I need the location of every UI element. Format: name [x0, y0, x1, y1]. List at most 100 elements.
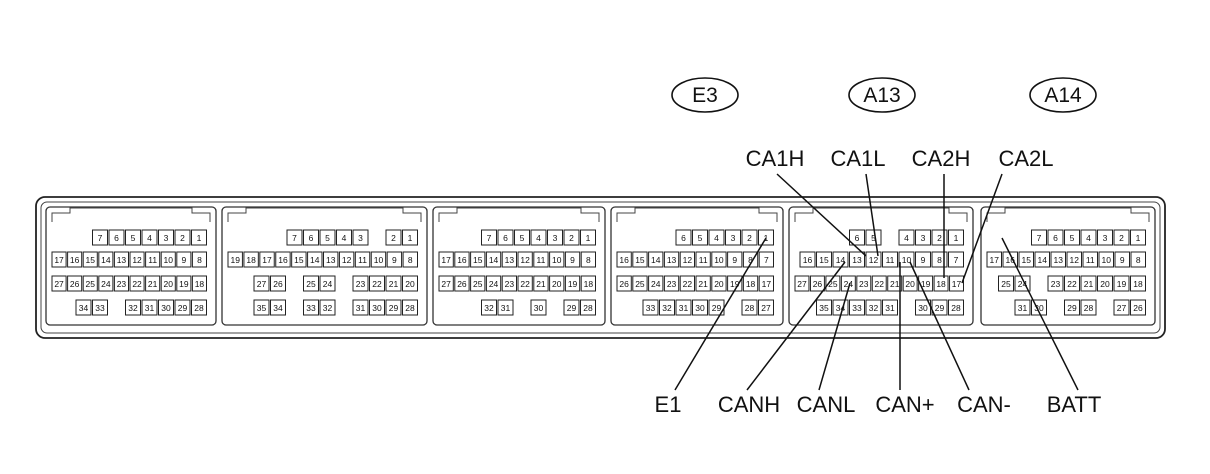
pin-box [402, 299, 418, 316]
pin-22: 22 [517, 275, 533, 292]
pin-number: 5 [325, 233, 330, 243]
pin-number: 25 [306, 279, 316, 289]
pin-15: 15 [632, 251, 648, 268]
pin-box [402, 251, 419, 268]
pin-number: 11 [886, 255, 895, 265]
label-ca1h: CA1H [746, 146, 805, 171]
pin-number: 10 [164, 255, 174, 265]
pin-box [948, 299, 964, 316]
pin-number: 29 [1067, 303, 1077, 313]
pin-number: 3 [921, 233, 926, 243]
pin-17: 17 [949, 275, 965, 292]
leader-canh [746, 261, 846, 391]
pin-number: 9 [181, 255, 186, 265]
pin-9: 9 [176, 251, 192, 268]
pin-box [243, 251, 259, 268]
pin-box [291, 251, 307, 268]
pin-22: 22 [871, 275, 887, 292]
pin-number: 17 [990, 255, 1000, 265]
pin-17: 17 [758, 275, 775, 292]
pin-box [270, 275, 286, 292]
pin-number: 23 [505, 279, 515, 289]
pin-box [741, 229, 758, 246]
pin-8: 8 [191, 251, 207, 268]
pin-number: 29 [567, 303, 577, 313]
pin-number: 1 [764, 233, 769, 243]
pin-number: 24 [489, 279, 499, 289]
pin-number: 33 [646, 303, 656, 313]
connector-id-a13-text: A13 [863, 84, 900, 107]
pin-number: 11 [1086, 255, 1095, 265]
pin-17: 17 [986, 251, 1002, 268]
pin-box [533, 251, 549, 268]
pin-21: 21 [887, 275, 903, 292]
pin-box [580, 251, 597, 268]
pin-number: 5 [131, 233, 136, 243]
pin-box [354, 251, 371, 268]
pin-box [454, 251, 470, 268]
pin-25: 25 [998, 275, 1014, 292]
pin-box [533, 275, 549, 292]
pin-number: 24 [651, 279, 661, 289]
pin-2: 2 [1113, 229, 1130, 246]
pin-number: 4 [342, 233, 347, 243]
pin-16: 16 [799, 251, 816, 268]
pin-number: 22 [1067, 279, 1077, 289]
pin-number: 15 [819, 255, 829, 265]
pin-number: 21 [1084, 279, 1094, 289]
pin-box [497, 299, 514, 316]
pin-28: 28 [402, 299, 418, 316]
pin-9: 9 [1114, 251, 1130, 268]
pin-box [1080, 275, 1097, 292]
pin-32: 32 [659, 299, 675, 316]
pin-number: 4 [147, 233, 152, 243]
pin-box [253, 299, 270, 316]
block-latch [986, 207, 1150, 222]
pin-number: 18 [584, 279, 594, 289]
pin-box [129, 275, 145, 292]
pin-number: 15 [635, 255, 645, 265]
pin-1: 1 [1130, 229, 1146, 246]
pin-box [454, 275, 470, 292]
pin-box [402, 229, 418, 246]
pin-18: 18 [243, 251, 259, 268]
pin-number: 19 [230, 255, 240, 265]
pin-box [530, 229, 547, 246]
pin-20: 20 [402, 275, 418, 292]
pin-number: 25 [86, 279, 96, 289]
pin-number: 8 [197, 255, 202, 265]
pin-13: 13 [323, 251, 339, 268]
pin-25: 25 [470, 275, 486, 292]
pin-1: 1 [191, 229, 207, 246]
pin-15: 15 [1018, 251, 1034, 268]
pin-number: 2 [1119, 233, 1124, 243]
pin-5: 5 [1064, 229, 1080, 246]
block-frame [788, 206, 974, 326]
pin-box [563, 229, 580, 246]
pin-number: 6 [855, 233, 860, 243]
block-latch [794, 207, 968, 222]
pin-box [113, 251, 130, 268]
pin-15: 15 [470, 251, 486, 268]
pin-box [158, 229, 174, 246]
pin-2: 2 [563, 229, 580, 246]
pin-box [1064, 275, 1080, 292]
pin-15: 15 [82, 251, 98, 268]
pin-number: 22 [132, 279, 142, 289]
pin-box [82, 275, 98, 292]
leader-can-minus [909, 261, 970, 391]
pin-6: 6 [497, 229, 514, 246]
pin-number: 18 [195, 279, 205, 289]
pin-number: 7 [487, 233, 492, 243]
block-frame [45, 206, 217, 326]
pin-number: 5 [871, 233, 876, 243]
pin-number: 23 [859, 279, 869, 289]
pin-5: 5 [865, 229, 882, 246]
pin-box [933, 275, 949, 292]
leader-ca2l [961, 173, 1003, 284]
pin-21: 21 [145, 275, 161, 292]
pin-box [352, 299, 369, 316]
pin-12: 12 [1066, 251, 1082, 268]
pin-number: 6 [681, 233, 686, 243]
pin-box [915, 251, 931, 268]
